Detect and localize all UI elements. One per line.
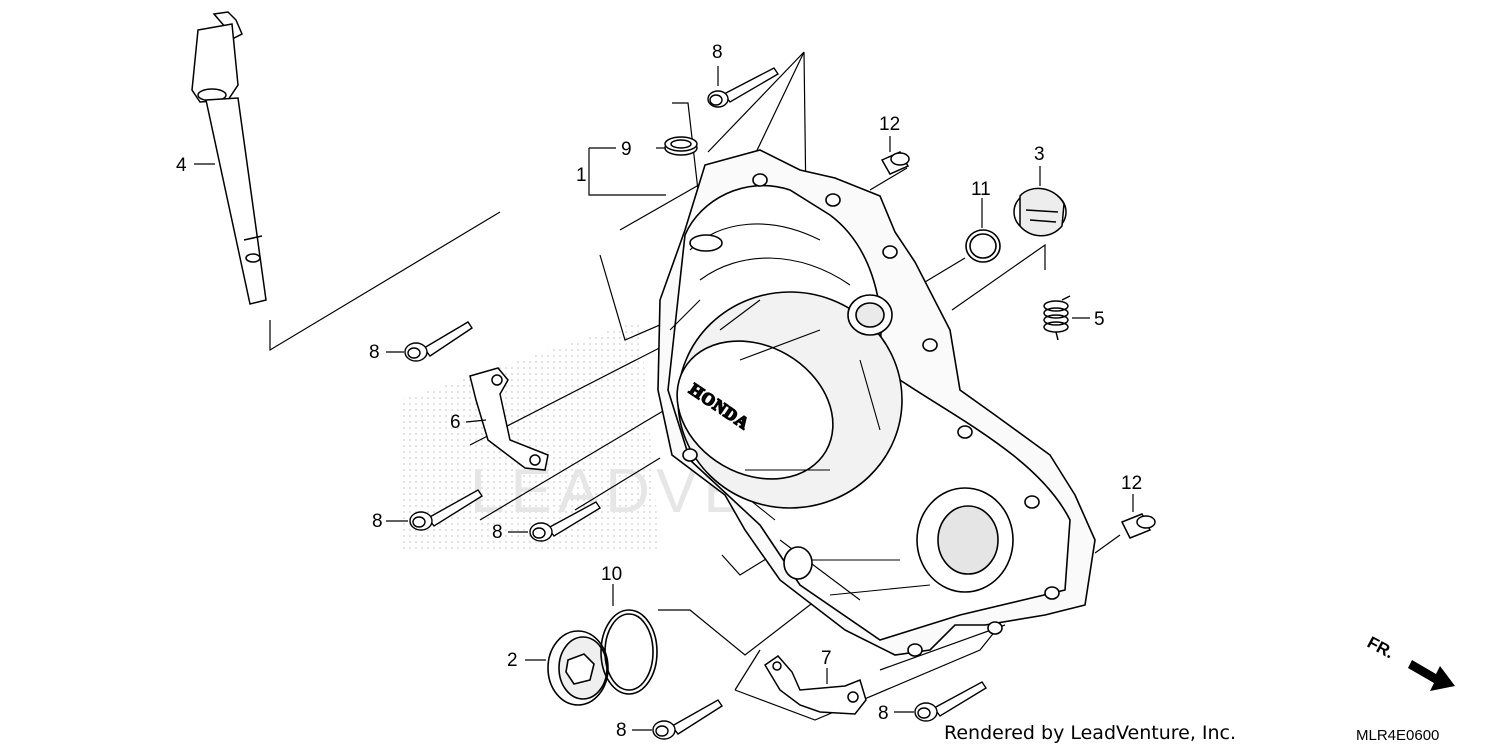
callouts: 4 8 9 1 12 3 11 5 8 6 8 8 12 10 2 7 8 8 xyxy=(176,42,1142,741)
diagram-code: MLR4E0600 xyxy=(1356,727,1439,744)
part-10-o-ring xyxy=(600,609,658,695)
callout-12-upper: 12 xyxy=(879,114,900,135)
direction-label: FR. xyxy=(1364,633,1397,663)
callout-8-left-lower: 8 xyxy=(372,511,383,532)
callout-12-lower: 12 xyxy=(1121,473,1142,494)
part-8-bolt-left-lower xyxy=(409,489,483,531)
callout-8-bottom-right: 8 xyxy=(878,703,889,724)
callout-8-bottom-left: 8 xyxy=(616,720,627,741)
part-12-dowel-lower xyxy=(1120,513,1156,539)
front-direction-indicator: FR. xyxy=(1364,633,1455,691)
callout-6: 6 xyxy=(450,412,461,433)
callout-7: 7 xyxy=(821,648,832,669)
callout-3: 3 xyxy=(1034,144,1045,165)
part-9-seal xyxy=(664,136,698,156)
part-7-bracket xyxy=(763,655,867,715)
callout-1: 1 xyxy=(576,165,587,186)
callout-ticks xyxy=(194,66,1134,731)
part-8-bolt-bottom-left xyxy=(652,699,723,740)
part-3-filler-cap xyxy=(1013,187,1067,237)
callout-8-center: 8 xyxy=(492,522,503,543)
part-8-bolt-left-upper xyxy=(404,321,473,362)
part-11-o-ring xyxy=(965,229,1001,263)
footer-credit: Rendered by LeadVenture, Inc. xyxy=(944,722,1236,744)
callout-10: 10 xyxy=(601,564,622,585)
callout-8-left-upper: 8 xyxy=(369,342,380,363)
part-6-bracket xyxy=(469,367,549,471)
callout-2: 2 xyxy=(507,650,518,671)
part-8-bolt-top xyxy=(707,67,779,108)
callout-9: 9 xyxy=(621,139,632,160)
callout-8-top: 8 xyxy=(712,42,723,63)
part-8-bolt-bottom-right xyxy=(914,681,987,722)
callout-11: 11 xyxy=(971,179,991,200)
part-1-clutch-cover: HONDA xyxy=(657,149,1096,657)
part-8-bolt-center xyxy=(529,501,601,542)
callout-5: 5 xyxy=(1094,309,1105,330)
part-12-dowel-upper xyxy=(880,151,910,175)
arrow-icon xyxy=(1408,660,1455,691)
callout-4: 4 xyxy=(176,155,187,176)
part-5-spring xyxy=(1043,295,1071,341)
part-4-rod xyxy=(191,11,267,305)
part-2-plug xyxy=(547,630,609,706)
